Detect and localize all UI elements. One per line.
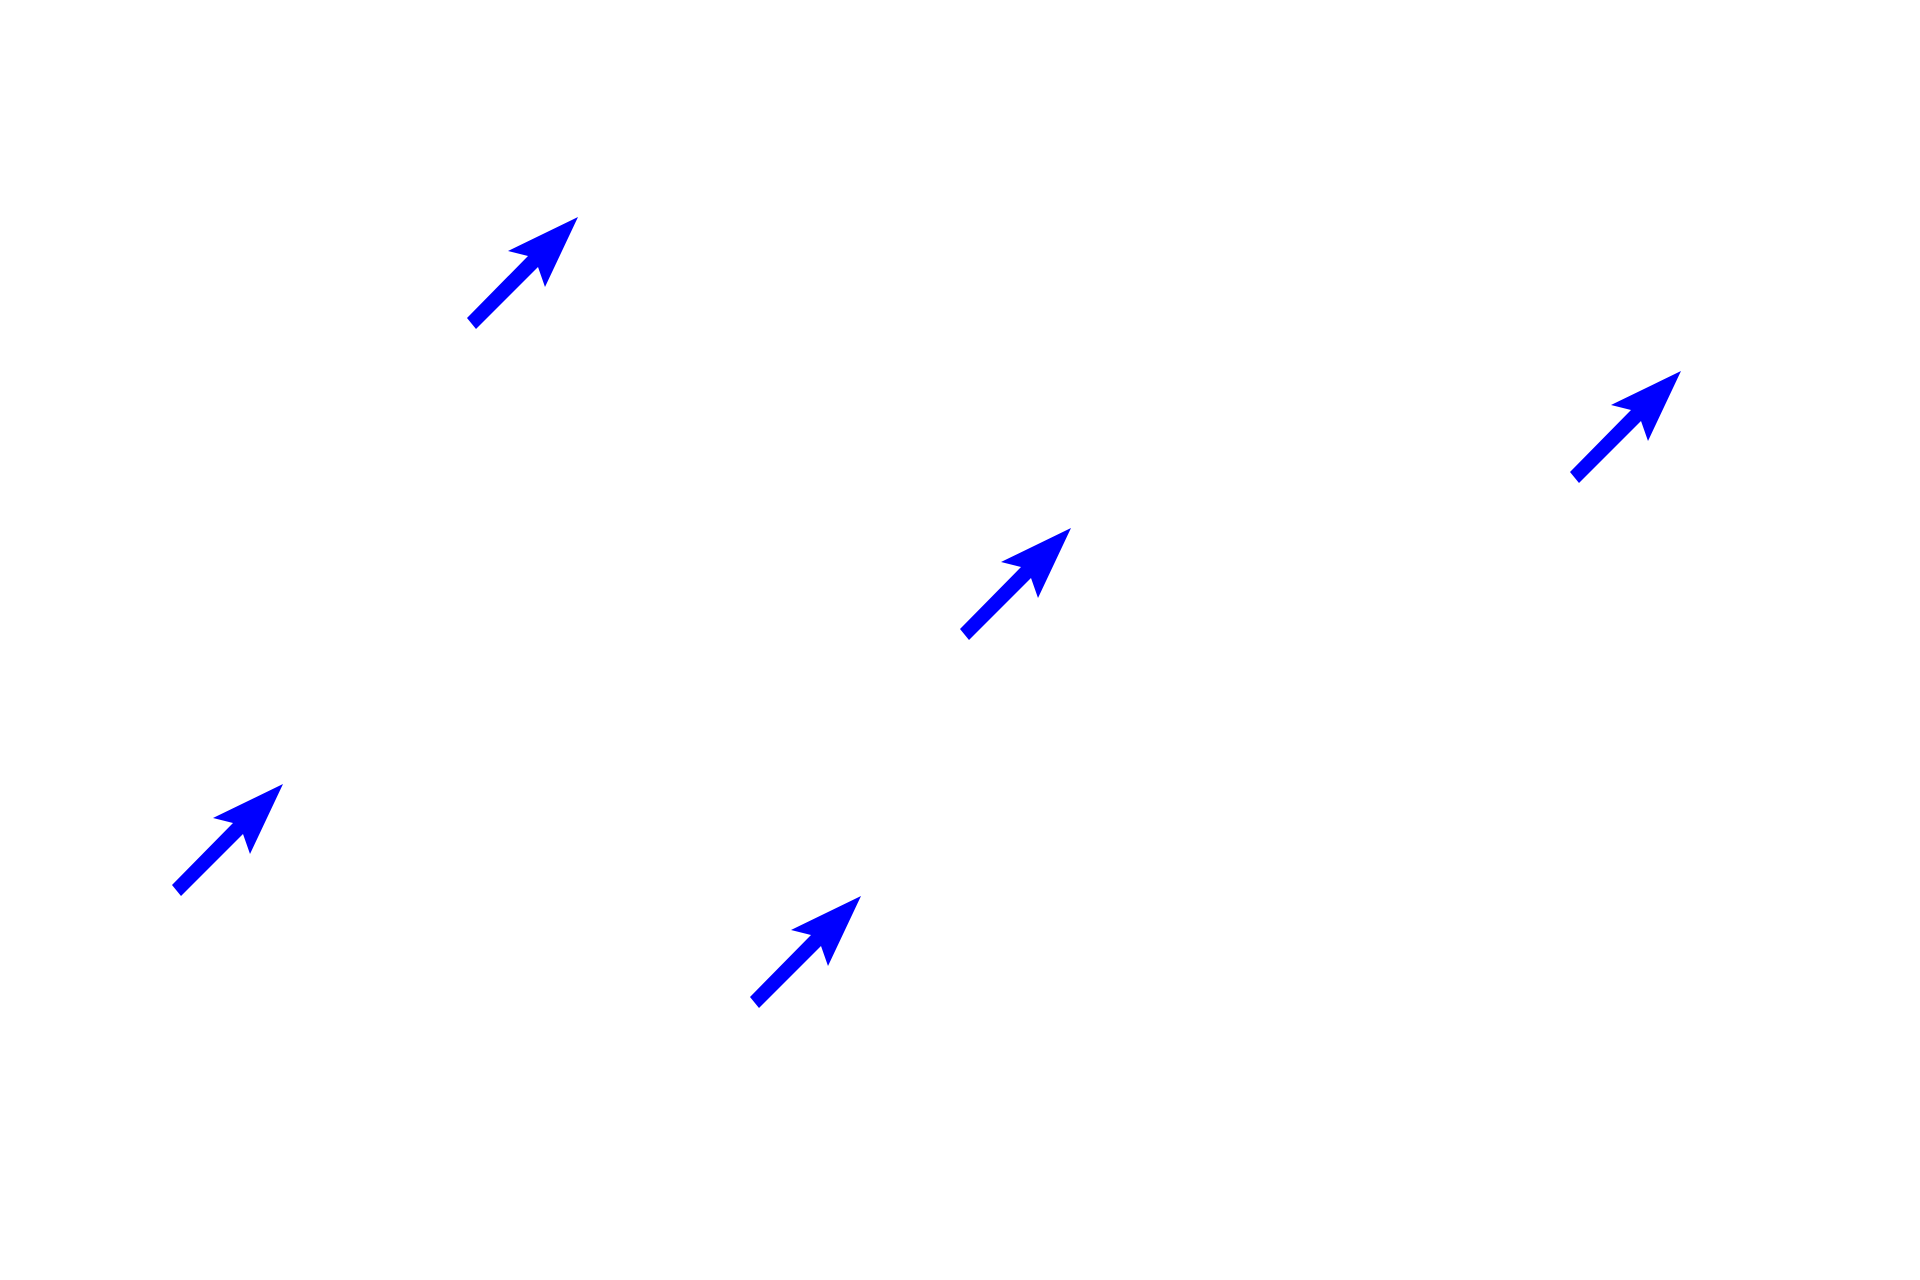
arrow-up-right-icon (467, 217, 578, 329)
arrow-up-right-icon (750, 896, 861, 1008)
arrow-up-right-icon (960, 528, 1071, 640)
arrow-up-right-icon (172, 784, 283, 896)
arrow-up-right-icon (1570, 371, 1681, 483)
